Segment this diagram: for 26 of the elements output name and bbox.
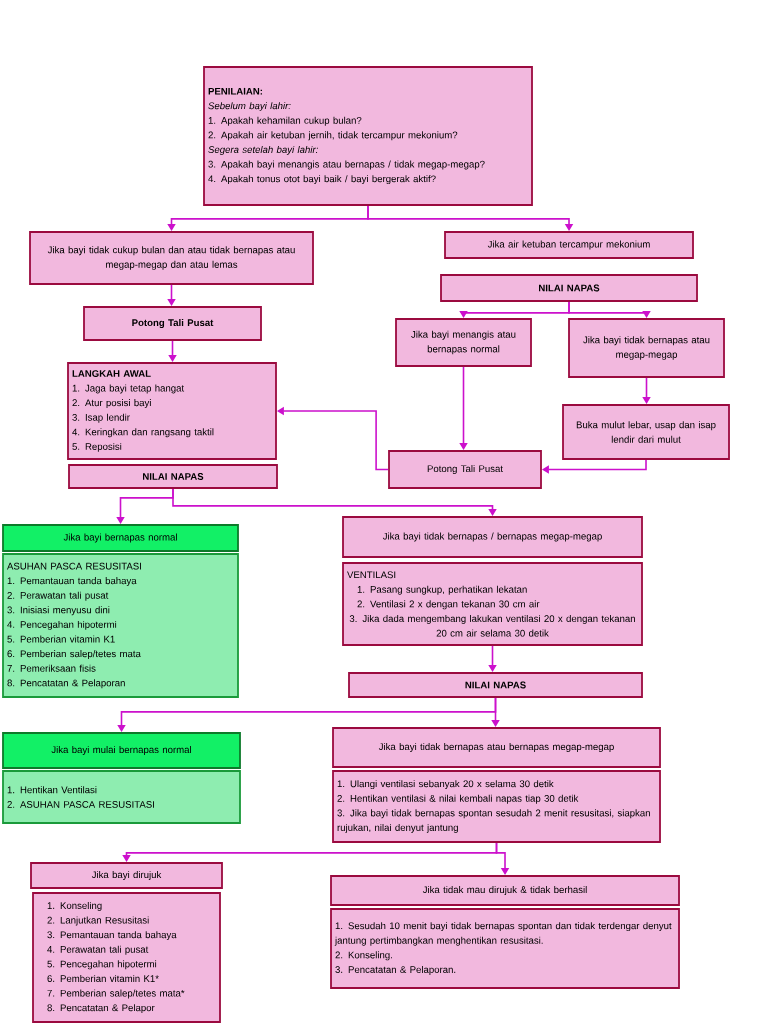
process-box: Jika bayi dirujuk: [30, 862, 223, 889]
process-box: Jika bayi tidak bernapas atau megap-megap: [568, 318, 725, 378]
arrow: [491, 697, 500, 727]
process-box: Jika bayi bernapas normal: [2, 524, 239, 552]
process-box: Potong Tali Pusat: [388, 450, 542, 489]
process-box: NILAI NAPAS: [348, 672, 643, 698]
process-box: Jika air ketuban tercampur mekonium: [444, 231, 694, 259]
process-box: Jika bayi mulai bernapas normal: [2, 732, 241, 769]
list-box: 1. Hentikan Ventilasi 2. ASUHAN PASCA RESUSITASI: [2, 770, 241, 824]
list-box: ASUHAN PASCA RESUSITASI 1. Pemantauan tanda bahaya 2. Perawatan tali pusat 3. Inisiasi menyusu dini 4. Pencegahan hipotermi 5. Pemberian vitamin K1 6. Pemberian salep/tetes mata 7. Pemeriksaan fisis 8. Pencatatan & Pelaporan: [2, 553, 239, 698]
process-box: Jika tidak mau dirujuk & tidak berhasil: [330, 875, 680, 906]
process-box: Jika bayi tidak bernapas atau bernapas megap-megap: [332, 727, 661, 768]
list-box: PENILAIAN: Sebelum bayi lahir: 1. Apakah kehamilan cukup bulan? 2. Apakah air ketuban jernih, tidak tercampur mekonium? Segera setelah bayi lahir: 3. Apakah bayi menangis atau bernapas / tidak megap-megap? 4. Apakah tonus otot bayi baik / bayi bergerak aktif?: [203, 66, 533, 206]
process-box: Jika bayi tidak bernapas / bernapas megap-megap: [342, 516, 643, 558]
process-box: Jika bayi menangis atau bernapas normal: [395, 318, 532, 367]
process-box: NILAI NAPAS: [68, 464, 278, 489]
process-box: Buka mulut lebar, usap dan isap lendir dari mulut: [562, 404, 730, 460]
arrow: [542, 459, 647, 474]
list-box: 1. Konseling 2. Lanjutkan Resusitasi 3. Pemantauan tanda bahaya 4. Perawatan tali pusat 5. Pencegahan hipotermi 6. Pemberian vitamin K1* 7. Pemberian salep/tetes mata* 8. Pencatatan & Pelapor: [32, 892, 221, 1023]
process-box: Potong Tali Pusat: [83, 306, 262, 341]
process-box: Jika bayi tidak cukup bulan dan atau tidak bernapas atau megap-megap dan atau lemas: [29, 231, 314, 285]
list-box: 1. Ulangi ventilasi sebanyak 20 x selama 30 detik 2. Hentikan ventilasi & nilai kembali napas tiap 30 detik 3. Jika bayi tidak bernapas spontan sesudah 2 menit resusitasi, siapkan rujukan, nilai denyut jantung: [332, 770, 661, 843]
list-box: VENTILASI 1. Pasang sungkup, perhatikan lekatan 2. Ventilasi 2 x dengan tekanan 30 cm air 3. Jika dada mengembang lakukan ventilasi 20 x dengan tekanan 20 cm air selama 30 detik: [342, 562, 643, 646]
list-box: LANGKAH AWAL 1. Jaga bayi tetap hangat 2. Atur posisi bayi 3. Isap lendir 4. Keringkan dan rangsang taktil 5. Reposisi: [67, 362, 277, 460]
process-box: NILAI NAPAS: [440, 274, 698, 302]
list-box: 1. Sesudah 10 menit bayi tidak bernapas spontan dan tidak terdengar denyut jantung pertimbangkan menghentikan resusitasi. 2. Konseling. 3. Pencatatan & Pelaporan.: [330, 908, 680, 989]
